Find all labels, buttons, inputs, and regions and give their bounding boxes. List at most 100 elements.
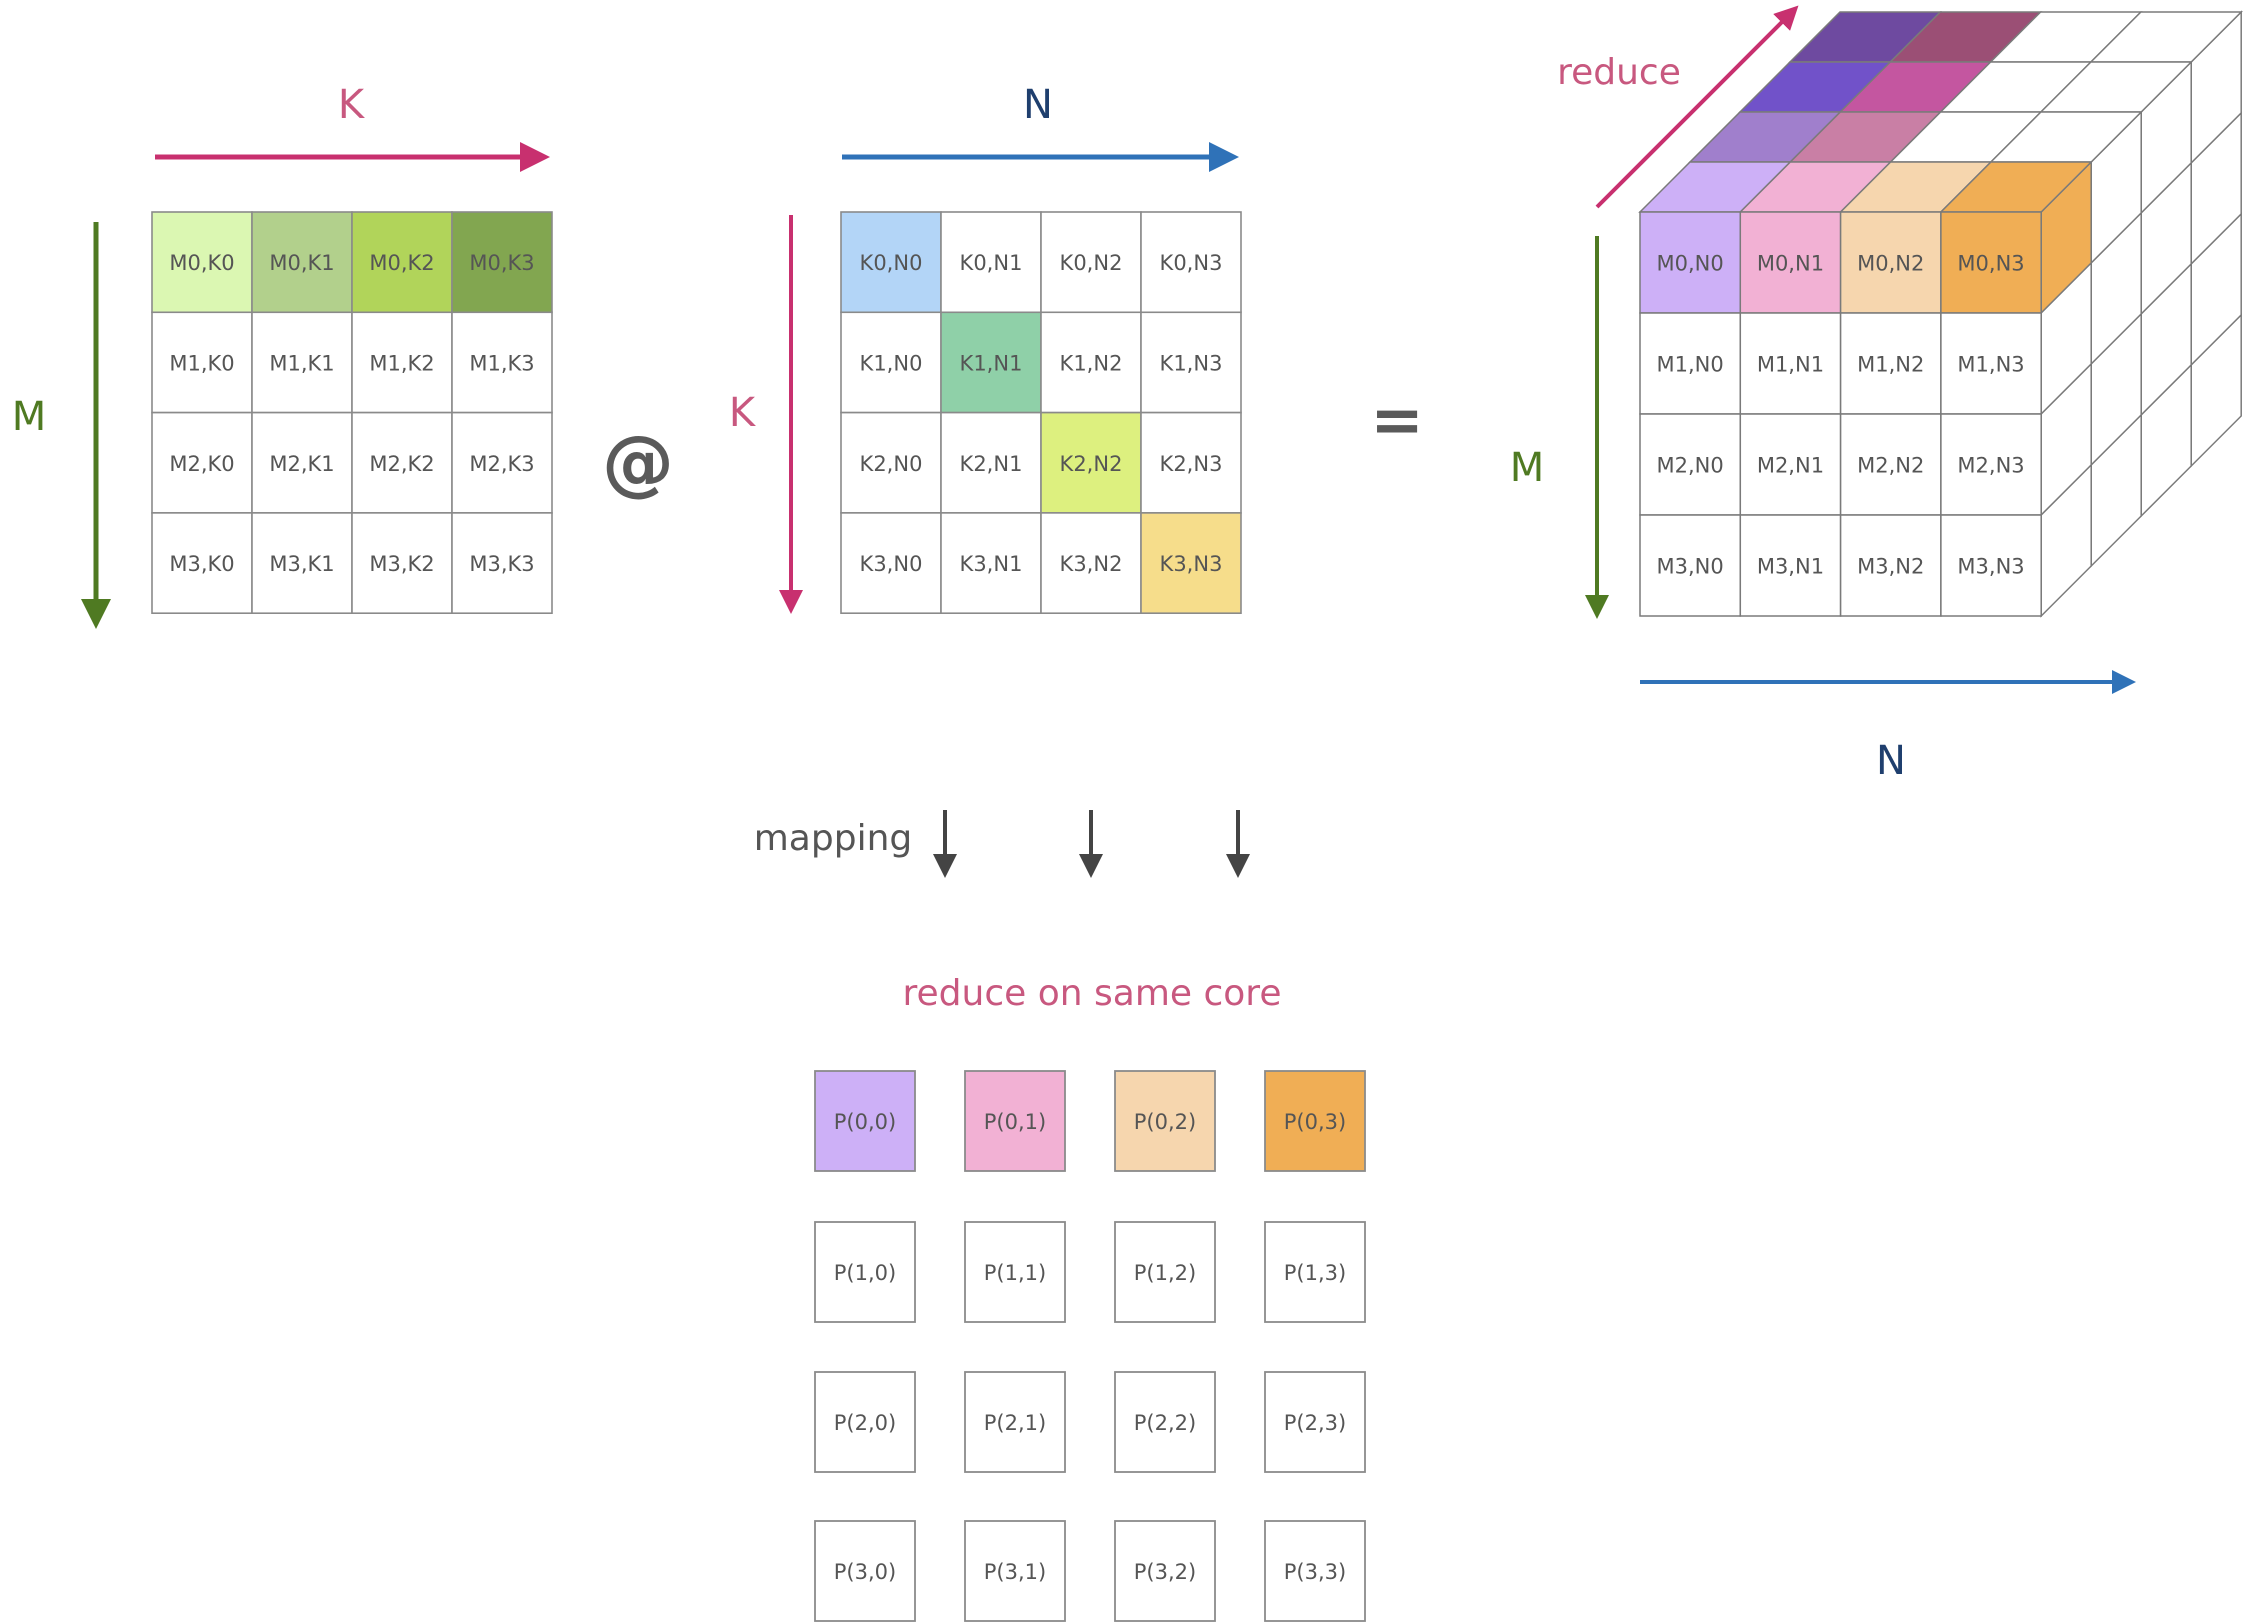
core-box (1114, 1070, 1216, 1172)
cell-label: M1,N3 (1957, 353, 2024, 377)
matrix-cell (1040, 512, 1142, 615)
core-label: P(3,2) (1134, 1560, 1196, 1584)
matrix-cell (1040, 411, 1142, 514)
matrix-cell (251, 411, 353, 514)
core-box (814, 1371, 916, 1473)
core-label: P(1,0) (834, 1261, 896, 1285)
core-box (1264, 1221, 1366, 1323)
cell-label: M3,N0 (1657, 555, 1724, 579)
core-label: P(3,0) (834, 1560, 896, 1584)
m-axis-label: M (12, 394, 47, 440)
cube-front-cell (1940, 413, 2042, 516)
cell-label: K3,N1 (960, 552, 1023, 576)
m-axis-label-cube: M (1510, 445, 1545, 491)
cell-label: K1,N0 (860, 351, 923, 375)
cell-label: M1,N0 (1657, 353, 1724, 377)
cell-label: K1,N2 (1060, 351, 1123, 375)
core-box (964, 1070, 1066, 1172)
core-label: P(0,2) (1134, 1110, 1196, 1134)
cube-front-cell (1739, 514, 1842, 617)
reduce-axis-arrow (1595, 5, 1799, 209)
n-axis-label: N (1023, 82, 1053, 128)
core-box (1264, 1371, 1366, 1473)
core-label: P(0,3) (1284, 1110, 1346, 1134)
cube-front-cell (1839, 211, 1942, 314)
cell-label: K2,N3 (1160, 452, 1223, 476)
cell-label: K3,N3 (1160, 552, 1223, 576)
cell-label: K1,N3 (1160, 351, 1223, 375)
cell-label: M3,N2 (1857, 555, 1924, 579)
cell-label: M0,K3 (469, 251, 534, 275)
cube-front-cell (1940, 312, 2042, 415)
equals-operator: = (1370, 384, 1424, 458)
cube-front-cell (1739, 211, 1842, 314)
matrix-cell (151, 211, 253, 314)
matrix-cell (151, 512, 253, 615)
core-box (814, 1221, 916, 1323)
cell-label: M1,N2 (1857, 353, 1924, 377)
core-label: P(2,1) (984, 1411, 1046, 1435)
cores-title: reduce on same core (903, 973, 1282, 1014)
core-box (964, 1221, 1066, 1323)
cores-section: reduce on same core P(0,0)P(0,1)P(0,2)P(… (814, 973, 1366, 1622)
cell-label: M0,N0 (1657, 252, 1724, 276)
core-box (1264, 1070, 1366, 1172)
cell-label: K0,N3 (1160, 251, 1223, 275)
k-axis-label-vertical: K (729, 390, 757, 436)
cube-front-cell (1839, 312, 1942, 415)
core-box (1114, 1371, 1216, 1473)
cell-label: M0,N2 (1857, 252, 1924, 276)
cell-label: M2,K2 (369, 452, 434, 476)
cell-label: M3,N1 (1757, 555, 1824, 579)
cell-label: M2,N3 (1957, 454, 2024, 478)
cell-label: M2,K0 (169, 452, 234, 476)
matrix-cell (251, 311, 353, 414)
cell-label: K3,N2 (1060, 552, 1123, 576)
cube-front-cell (1940, 211, 2042, 314)
cell-label: K0,N2 (1060, 251, 1123, 275)
core-label: P(0,1) (984, 1110, 1046, 1134)
cell-label: K2,N1 (960, 452, 1023, 476)
matrix-cell (1140, 311, 1242, 414)
matrix-cell (1140, 512, 1242, 615)
mapping-section: mapping (754, 810, 1250, 878)
core-label: P(3,3) (1284, 1560, 1346, 1584)
cell-label: M2,K1 (269, 452, 334, 476)
cube-front-cell (1639, 514, 1742, 617)
cell-label: K0,N0 (860, 251, 923, 275)
core-box (964, 1371, 1066, 1473)
cube-front-cell (1839, 514, 1942, 617)
core-box (814, 1520, 916, 1622)
matrix-cell (451, 211, 553, 314)
n-axis-label-cube: N (1876, 738, 1906, 784)
core-label: P(2,0) (834, 1411, 896, 1435)
matrix-cell (940, 211, 1042, 314)
matrix-cell (1140, 211, 1242, 314)
core-box (964, 1520, 1066, 1622)
cube-front-cell (1940, 514, 2042, 617)
cell-label: M3,K3 (469, 552, 534, 576)
cell-label: M3,K1 (269, 552, 334, 576)
core-box (1114, 1520, 1216, 1622)
core-label: P(2,2) (1134, 1411, 1196, 1435)
matrix-cell (451, 411, 553, 514)
matrix-cell (351, 411, 453, 514)
cell-label: M1,N1 (1757, 353, 1824, 377)
cell-label: M2,N1 (1757, 454, 1824, 478)
cell-label: M2,N0 (1657, 454, 1724, 478)
matrix-cell (840, 512, 942, 615)
cell-label: M3,N3 (1957, 555, 2024, 579)
matrix-cell (251, 512, 353, 615)
cell-label: K1,N1 (960, 351, 1023, 375)
cube-front-cell (1639, 211, 1742, 314)
matrix-cell (1040, 211, 1142, 314)
cell-label: K2,N2 (1060, 452, 1123, 476)
matrix-cell (351, 211, 453, 314)
core-box (1264, 1520, 1366, 1622)
matrix-cell (840, 411, 942, 514)
cell-label: M0,K1 (269, 251, 334, 275)
